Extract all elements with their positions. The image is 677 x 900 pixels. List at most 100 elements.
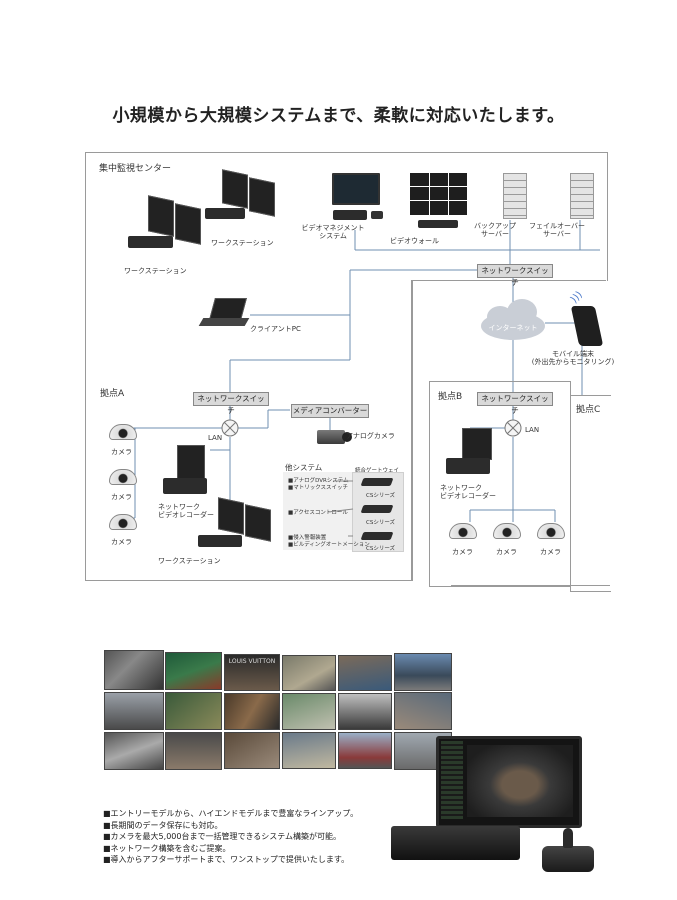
wall-tile: LOUIS VUITTON [224, 654, 280, 691]
joystick-stick-icon [563, 828, 573, 848]
feature-list: ■エントリーモデルから、ハイエンドモデルまで豊富なラインアップ。 ■長期間のデー… [103, 808, 358, 866]
feature-item: ■ネットワーク構築を含むご提案。 [103, 843, 231, 853]
center-network-switch: ネットワークスイッチ [477, 264, 553, 287]
nvr-monitor-icon [177, 445, 205, 479]
site-a-frame [85, 280, 413, 581]
camera-icon [537, 523, 565, 539]
vms-sidebar-icon [441, 741, 463, 819]
wall-tile [104, 650, 164, 690]
camera-label: カメラ [496, 548, 517, 556]
wall-tile [165, 652, 222, 690]
nvr-recorder-icon [446, 458, 490, 474]
site-b-nvr-label: ネットワーク ビデオレコーダー [440, 484, 496, 500]
site-b-shadow-frame [451, 585, 610, 586]
analog-camera-lens-icon [342, 432, 352, 442]
workstation-console-icon [205, 208, 245, 219]
other-system-item: ■アナログDVRシステム ■マトリックススイッチ [288, 478, 349, 491]
site-a-media-converter: メディアコンバーター [291, 404, 369, 418]
series-label: CSシリーズ [366, 493, 396, 499]
site-a-frame-top [411, 280, 606, 281]
section-site-c-label: 拠点C [576, 405, 601, 415]
wall-tile [224, 732, 280, 769]
site-c-frame [570, 395, 611, 592]
camera-icon [109, 424, 137, 440]
video-wall-icon [410, 173, 467, 215]
site-a-nvr-label: ネットワーク ビデオレコーダー [158, 503, 214, 519]
other-systems-title: 他システム [285, 463, 323, 472]
camera-label: カメラ [452, 548, 473, 556]
wall-tile [165, 732, 222, 770]
site-a-lan-label: LAN [208, 434, 223, 442]
wall-tile [165, 692, 222, 730]
vms-view-icon [467, 745, 573, 817]
vms-display-monitor-icon [436, 736, 582, 828]
workstation-monitor-icon [218, 497, 244, 535]
joystick-icon [542, 846, 594, 872]
other-system-item: ■侵入警報装置 ■ビルディングオートメーション [288, 535, 370, 548]
camera-label: カメラ [111, 448, 132, 456]
wall-tile [338, 693, 392, 730]
workstation-2-label: ワークステーション [211, 239, 274, 247]
camera-icon [109, 514, 137, 530]
site-b-network-switch: ネットワークスイッチ [477, 392, 553, 415]
feature-item: ■長期間のデータ保存にも対応。 [103, 820, 223, 830]
wall-tile [104, 732, 164, 770]
series-label: CSシリーズ [366, 520, 396, 526]
wall-tile [104, 692, 164, 730]
headline: 小規模から大規模システムまで、柔軟に対応いたします。 [112, 106, 565, 126]
workstation-monitor-icon [222, 169, 248, 209]
site-b-lan-label: LAN [525, 426, 540, 434]
brand-sign: LOUIS VUITTON [228, 658, 276, 665]
wall-tile [338, 732, 392, 769]
client-pc-keyboard-icon [198, 318, 250, 326]
camera-label: カメラ [111, 493, 132, 501]
vms-monitor-icon [332, 173, 380, 205]
feature-item: ■カメラを最大5,000台まで一括管理できるシステム構築が可能。 [103, 832, 342, 842]
mobile-label: モバイル端末 (外出先からモニタリング) [531, 350, 615, 366]
client-pc-label: クライアントPC [250, 325, 301, 333]
wall-tile [394, 692, 452, 730]
failover-server-label: フェイルオーバー サーバー [529, 222, 585, 238]
series-label: CSシリーズ [366, 546, 396, 552]
workstation-1-label: ワークステーション [124, 267, 187, 275]
camera-label: カメラ [111, 538, 132, 546]
site-a-frame-right [411, 280, 412, 580]
analog-camera-label: アナログカメラ [346, 432, 395, 440]
camera-icon [493, 523, 521, 539]
failover-server-icon [570, 173, 594, 219]
workstation-monitor-icon [245, 504, 271, 542]
cloud-shape [481, 299, 545, 340]
joystick-icon [371, 211, 383, 219]
video-wall-photo: LOUIS VUITTON [104, 650, 454, 770]
gateway-label: 統合ゲートウェイ [355, 468, 400, 474]
vms-recorder-icon [333, 210, 367, 220]
video-wall-controller-icon [418, 220, 458, 228]
camera-icon [109, 469, 137, 485]
backup-server-icon [503, 173, 527, 219]
client-pc-laptop-icon [209, 298, 247, 320]
backup-server-label: バックアップ サーバー [474, 222, 516, 238]
feature-item: ■エントリーモデルから、ハイエンドモデルまで豊富なラインアップ。 [103, 809, 359, 818]
feature-item: ■導入からアフターサポートまで、ワンストップで提供いたします。 [103, 855, 350, 865]
section-site-b-label: 拠点B [438, 392, 463, 402]
camera-label: カメラ [540, 548, 561, 556]
recorder-device-icon [391, 826, 520, 860]
workstation-console-icon [198, 535, 242, 547]
analog-camera-icon [317, 430, 345, 444]
workstation-monitor-icon [249, 177, 275, 217]
site-a-workstation-label: ワークステーション [158, 557, 221, 565]
wall-tile [282, 693, 336, 730]
section-center-label: 集中監視センター [99, 164, 172, 174]
internet-label: インターネット [488, 324, 538, 332]
site-a-network-switch: ネットワークスイッチ [193, 392, 269, 415]
nvr-recorder-icon [163, 478, 207, 494]
section-site-a-label: 拠点A [100, 389, 125, 399]
workstation-monitor-icon [175, 203, 201, 245]
wall-tile [224, 693, 280, 730]
vms-label: ビデオマネジメント システム [301, 224, 365, 240]
video-wall-label: ビデオウォール [390, 237, 439, 245]
workstation-console-icon [128, 236, 173, 248]
wall-tile [282, 655, 336, 691]
camera-icon [449, 523, 477, 539]
